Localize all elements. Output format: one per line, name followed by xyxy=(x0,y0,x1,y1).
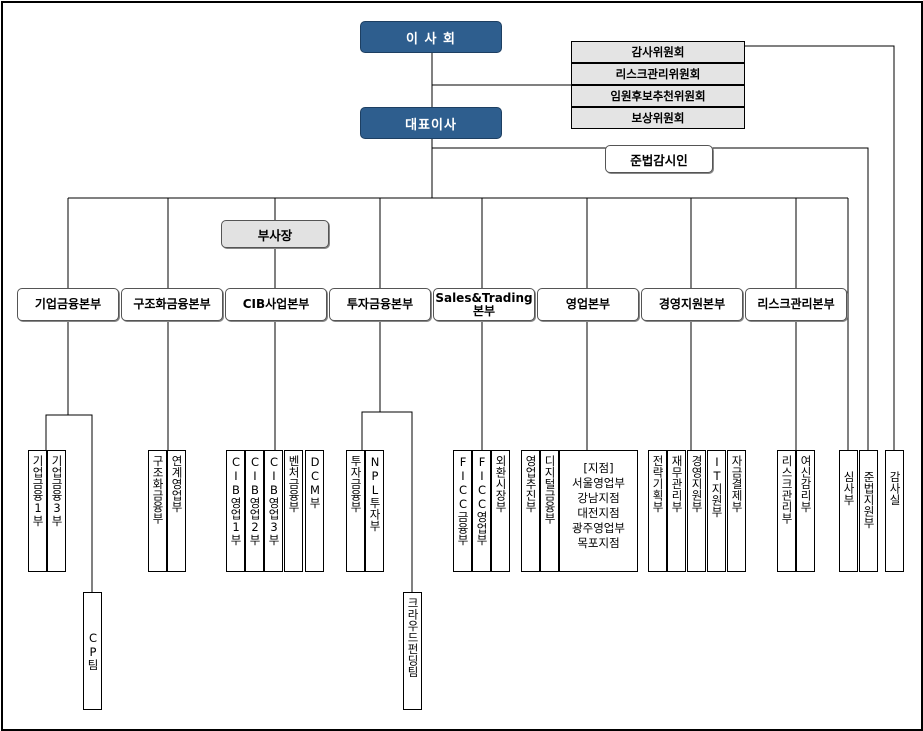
dept-fx-market: 외환시장부 xyxy=(491,450,510,572)
division-sales-trading: Sales&Trading 본부 xyxy=(433,288,535,321)
branch-header: [지점] xyxy=(583,461,614,475)
dept-sales-promotion: 영업추진부 xyxy=(521,450,540,572)
dept-cib-sales-3: CIB영업3부 xyxy=(264,450,283,572)
dept-cp-team: CP팀 xyxy=(83,592,102,710)
division-sales: 영업본부 xyxy=(537,288,639,321)
dept-ficc-finance: FICC금융부 xyxy=(453,450,472,572)
branch-mokpo: 목포지점 xyxy=(577,536,620,550)
dept-cib-sales-1: CIB영업1부 xyxy=(226,450,245,572)
dept-finance-management: 재무관리부 xyxy=(667,450,686,572)
dept-cib-sales-2: CIB영업2부 xyxy=(245,450,264,572)
connector-lines xyxy=(45,45,895,592)
dept-credit-review: 여신감리부 xyxy=(796,450,815,572)
dept-crowdfunding-team: 크라우드펀딩팀 xyxy=(403,592,422,710)
dept-ficc-sales: FICC영업부 xyxy=(472,450,491,572)
dept-it-support: IT지원부 xyxy=(707,450,726,572)
dept-corp-finance-3: 기업금융3부 xyxy=(47,450,66,572)
dept-npl-investment: NPL투자부 xyxy=(365,450,384,572)
division-structured-finance: 구조화금융본부 xyxy=(121,288,223,321)
board-box: 이 사 회 xyxy=(360,21,502,53)
branch-gangnam: 강남지점 xyxy=(577,491,620,505)
compliance-officer-box: 준법감시인 xyxy=(605,145,713,173)
committee-audit: 감사위원회 xyxy=(571,41,745,63)
dept-compliance-support: 준법지원부 xyxy=(859,450,878,572)
division-investment-finance: 투자금융본부 xyxy=(329,288,431,321)
dept-branch-list: [지점] 서울영업부 강남지점 대전지점 광주영업부 목포지점 xyxy=(559,450,638,572)
dept-fund-settlement: 자금결제부 xyxy=(727,450,746,572)
dept-structured-finance: 구조화금융부 xyxy=(148,450,167,572)
ceo-box: 대표이사 xyxy=(360,107,502,139)
branch-gwangju: 광주영업부 xyxy=(572,521,625,535)
branch-seoul: 서울영업부 xyxy=(572,476,625,490)
branch-daejeon: 대전지점 xyxy=(577,506,620,520)
dept-management-support: 경영지원부 xyxy=(687,450,706,572)
vice-president-box: 부사장 xyxy=(221,220,329,248)
dept-risk-management: 리스크관리부 xyxy=(777,450,796,572)
dept-digital-finance: 디지털금융부 xyxy=(540,450,559,572)
dept-linked-sales: 연계영업부 xyxy=(167,450,186,572)
committee-nomination: 임원후보추천위원회 xyxy=(571,85,745,107)
dept-strategy-planning: 전략기획부 xyxy=(648,450,667,572)
committee-risk: 리스크관리위원회 xyxy=(571,63,745,85)
division-risk-management: 리스크관리본부 xyxy=(745,288,847,321)
dept-investment-finance: 투자금융부 xyxy=(346,450,365,572)
dept-audit-office: 감사실 xyxy=(885,450,904,572)
division-management-support: 경영지원본부 xyxy=(641,288,743,321)
dept-dcm: DCM부 xyxy=(305,450,324,572)
division-cib: CIB사업본부 xyxy=(225,288,327,321)
committee-compensation: 보상위원회 xyxy=(571,107,745,129)
division-corporate-finance: 기업금융본부 xyxy=(17,288,119,321)
dept-corp-finance-1: 기업금융1부 xyxy=(28,450,47,572)
dept-venture-finance: 벤처금융부 xyxy=(284,450,303,572)
dept-screening: 심사부 xyxy=(839,450,858,572)
